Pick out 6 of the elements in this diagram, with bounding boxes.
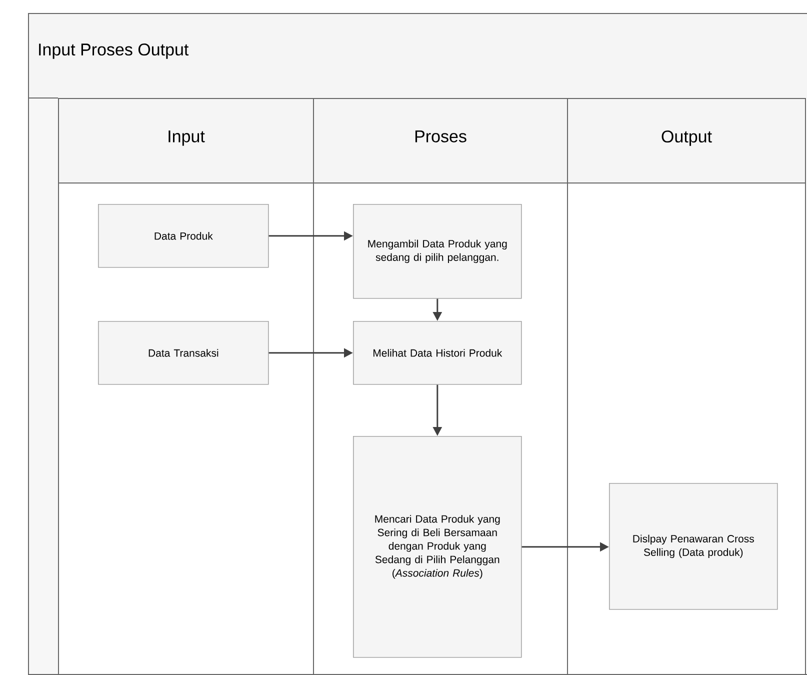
process-box: Melihat Data Histori Produk [353, 321, 522, 385]
process-box: Dislpay Penawaran Cross Selling (Data produk) [609, 483, 778, 610]
process-box: Data Produk [98, 204, 269, 268]
process-box: Mengambil Data Produk yang sedang di pilih pelanggan. [353, 204, 522, 299]
process-box: Data Transaksi [98, 321, 269, 385]
process-box: Mencari Data Produk yang Sering di Beli Bersamaan dengan Produk yang Sedang di Pilih Pelanggan (Association Rules) [353, 436, 522, 658]
